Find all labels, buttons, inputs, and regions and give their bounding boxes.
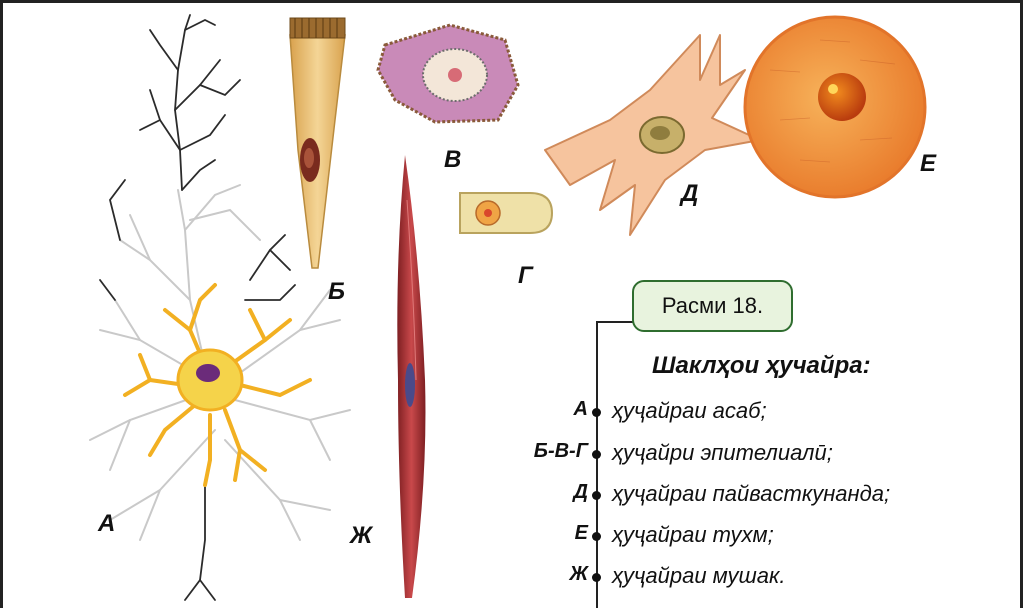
legend-text: ҳуҷайри эпителиалӣ; xyxy=(612,440,833,466)
muscle-cell xyxy=(397,155,425,598)
label-e: Е xyxy=(920,150,936,178)
label-v: В xyxy=(444,146,461,174)
legend-key: Е xyxy=(575,522,588,545)
squamous-epithelial-cell xyxy=(378,25,518,122)
label-d: Д xyxy=(681,180,698,208)
bullet-icon xyxy=(592,532,601,541)
legend-item: Е ҳуҷайраи тухм; xyxy=(500,522,1020,552)
legend-key: Д xyxy=(574,481,588,504)
legend-item: Б-В-Г ҳуҷайри эпителиалӣ; xyxy=(500,440,1020,470)
legend-key: Б-В-Г xyxy=(534,440,588,463)
connective-tissue-cell xyxy=(545,35,760,235)
legend-text: ҳуҷайраи асаб; xyxy=(612,398,767,424)
legend-title: Шаклҳои ҳучайра: xyxy=(652,352,871,380)
legend-key: А xyxy=(574,398,588,421)
legend-item: А ҳуҷайраи асаб; xyxy=(500,398,1020,428)
cubical-epithelial-cell xyxy=(460,193,552,233)
columnar-epithelial-cell xyxy=(290,18,345,268)
bullet-icon xyxy=(592,450,601,459)
legend-text: ҳуҷайраи мушак. xyxy=(612,563,786,589)
legend-text: ҳуҷайраи пайвасткунанда; xyxy=(612,481,890,507)
label-zh: Ж xyxy=(350,522,372,550)
egg-cell xyxy=(745,17,925,197)
legend-item: Д ҳуҷайраи пайвасткунанда; xyxy=(500,481,1020,511)
label-a: А xyxy=(98,510,115,538)
bullet-icon xyxy=(592,408,601,417)
legend-item: Ж ҳуҷайраи мушак. xyxy=(500,563,1020,593)
caption-connector xyxy=(596,321,633,323)
figure-caption: Расми 18. xyxy=(632,280,793,332)
bullet-icon xyxy=(592,491,601,500)
label-b: Б xyxy=(328,278,345,306)
label-g: Г xyxy=(518,262,533,290)
bullet-icon xyxy=(592,573,601,582)
legend-text: ҳуҷайраи тухм; xyxy=(612,522,774,548)
legend-key: Ж xyxy=(569,563,588,586)
